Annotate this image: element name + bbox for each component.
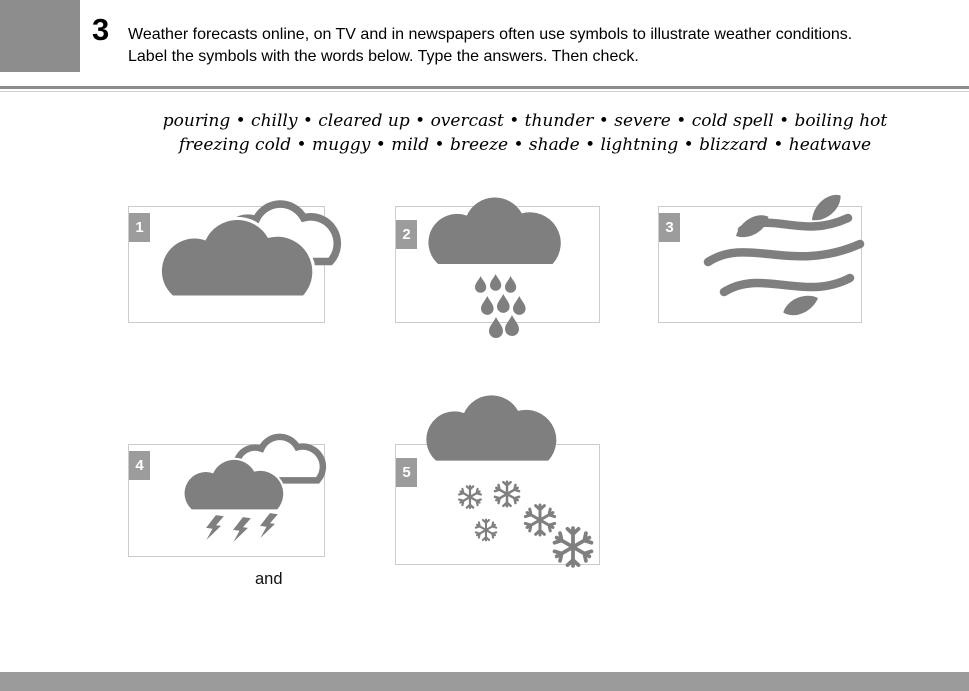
symbol-card-2: 2 xyxy=(395,197,600,338)
exercise-number: 3 xyxy=(92,12,110,47)
cloudy-icon xyxy=(158,194,343,304)
word-bank-line-2: freezing cold • muggy • mild • breeze • … xyxy=(178,135,872,155)
symbol-card-5: 5 xyxy=(395,395,600,565)
word-bank-line-1: pouring • chilly • cleared up • overcast… xyxy=(162,111,888,131)
symbol-card-3: 3 xyxy=(658,194,865,323)
instructions-text: Weather forecasts online, on TV and in n… xyxy=(128,26,853,66)
breeze-icon xyxy=(700,194,870,318)
card-number-tab: 4 xyxy=(129,451,150,480)
symbol-card-4: 4 xyxy=(128,433,327,557)
section-divider xyxy=(0,86,969,89)
rain-icon xyxy=(423,190,563,345)
symbol-card-1: 1 xyxy=(128,200,342,323)
section-divider-shadow xyxy=(0,91,969,92)
card-number-tab: 2 xyxy=(396,220,417,249)
card-number-tab: 5 xyxy=(396,458,417,487)
card-number-tab: 3 xyxy=(659,213,680,242)
blizzard-snow-icon xyxy=(425,389,600,574)
word-bank: pouring • chilly • cleared up • overcast… xyxy=(85,109,965,157)
corner-decoration xyxy=(0,0,80,72)
connector-label: and xyxy=(255,570,283,588)
card-number-tab: 1 xyxy=(129,213,150,242)
thunder-lightning-icon xyxy=(178,430,328,545)
footer-bar xyxy=(0,672,969,691)
